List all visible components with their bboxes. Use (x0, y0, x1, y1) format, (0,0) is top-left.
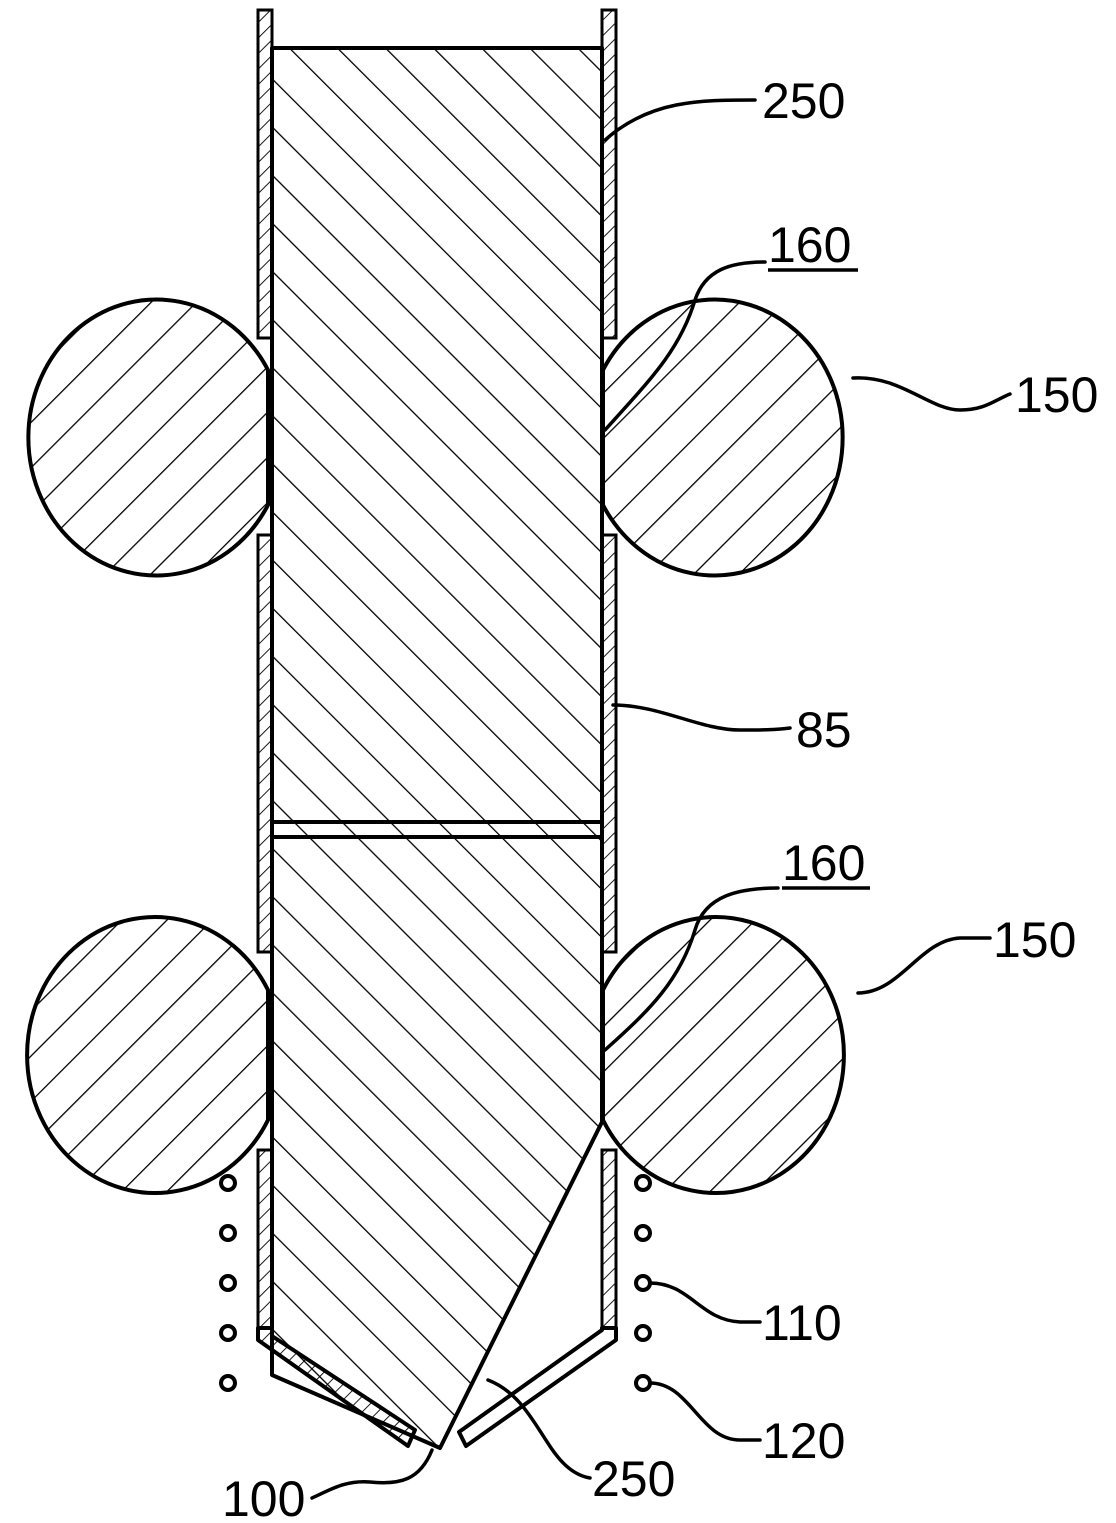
label-rod-bottom: 250 (592, 1451, 675, 1507)
label-rod-top: 250 (762, 73, 845, 129)
label-coil-120: 120 (762, 1413, 845, 1469)
coil-left (221, 1176, 235, 1390)
rod-core (272, 48, 602, 1448)
label-coating: 85 (796, 702, 852, 758)
coil-right (636, 1176, 650, 1390)
label-roller-upper: 150 (1015, 367, 1098, 423)
label-coil-110: 110 (762, 1295, 842, 1351)
label-roller-lower: 150 (993, 912, 1076, 968)
roller-upper-left (28, 300, 268, 576)
label-tip-layer: 100 (222, 1471, 305, 1523)
label-gap-upper: 160 (768, 217, 851, 273)
roller-upper-right (603, 300, 843, 576)
roller-lower-right (603, 917, 844, 1193)
label-gap-lower: 160 (782, 835, 865, 891)
roller-lower-left (27, 917, 268, 1193)
